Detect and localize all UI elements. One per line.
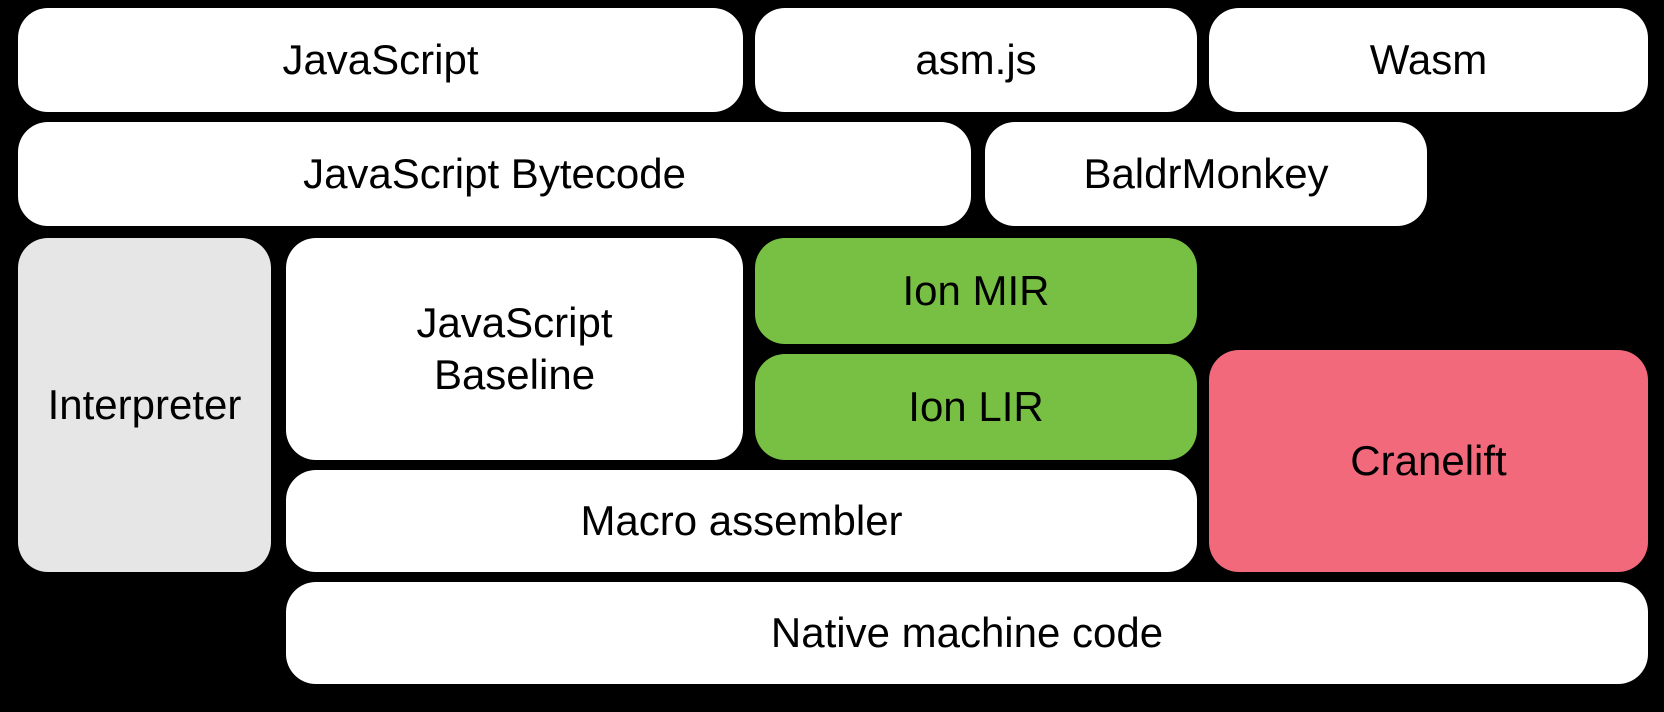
box-javascript-bytecode: JavaScript Bytecode xyxy=(18,122,971,226)
box-interpreter-label: Interpreter xyxy=(47,380,242,428)
box-javascript-baseline-label: JavaScript Baseline xyxy=(416,298,613,399)
box-macro-assembler: Macro assembler xyxy=(286,470,1197,572)
box-ion-mir-label: Ion MIR xyxy=(902,266,1050,314)
box-ion-mir: Ion MIR xyxy=(755,238,1197,344)
box-wasm: Wasm xyxy=(1209,8,1648,112)
box-native-machine-code-label: Native machine code xyxy=(770,608,1164,656)
box-interpreter: Interpreter xyxy=(18,238,271,572)
box-cranelift-label: Cranelift xyxy=(1350,436,1507,484)
box-cranelift: Cranelift xyxy=(1209,350,1648,572)
box-macro-assembler-label: Macro assembler xyxy=(580,496,903,544)
box-ion-lir: Ion LIR xyxy=(755,354,1197,460)
box-asmjs-label: asm.js xyxy=(915,35,1037,83)
box-native-machine-code: Native machine code xyxy=(286,582,1648,684)
box-baldrmonkey-label: BaldrMonkey xyxy=(1083,149,1329,197)
box-javascript: JavaScript xyxy=(18,8,743,112)
box-wasm-label: Wasm xyxy=(1369,35,1488,83)
box-javascript-label: JavaScript xyxy=(282,35,479,83)
box-asmjs: asm.js xyxy=(755,8,1197,112)
box-javascript-bytecode-label: JavaScript Bytecode xyxy=(303,149,686,197)
box-baldrmonkey: BaldrMonkey xyxy=(985,122,1427,226)
box-ion-lir-label: Ion LIR xyxy=(908,382,1044,430)
box-javascript-baseline: JavaScript Baseline xyxy=(286,238,743,460)
